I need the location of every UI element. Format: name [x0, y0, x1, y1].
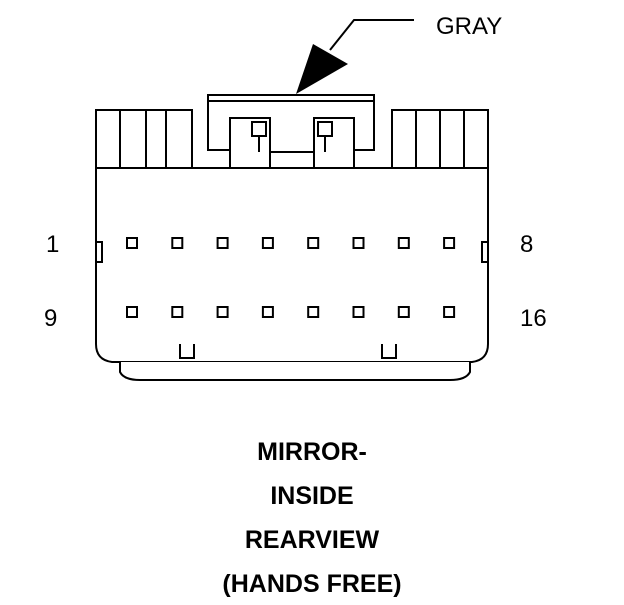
- pin-label-row2-start: 9: [44, 305, 57, 332]
- pin-cavity-2: [171, 237, 184, 249]
- connector-skirt: [119, 344, 471, 381]
- title-line-2: INSIDE: [270, 482, 354, 510]
- connector-latch: [207, 94, 375, 168]
- pin-cavity-15: [397, 306, 410, 318]
- pin-cavity-3: [216, 237, 229, 249]
- title-line-3: REARVIEW: [244, 526, 380, 554]
- pin-label-row1-end: 8: [520, 231, 533, 258]
- pin-cavity-8: [443, 237, 456, 249]
- pin-label-row1-start: 1: [46, 231, 59, 258]
- side-keys: [95, 241, 489, 263]
- callout-arrowhead: [296, 44, 348, 94]
- pin-cavity-9: [126, 306, 138, 318]
- callout-label: GRAY: [436, 13, 502, 40]
- pin-cavity-4: [261, 237, 274, 249]
- pin-cavity-5: [307, 237, 320, 249]
- title-line-4: (HANDS FREE): [222, 570, 402, 598]
- housing-ribs: [119, 110, 465, 168]
- pin-cavity-13: [307, 306, 320, 318]
- pin-cavities: [126, 237, 456, 318]
- pin-cavity-6: [352, 237, 365, 249]
- pin-cavity-7: [397, 237, 410, 249]
- pin-label-row2-end: 16: [520, 305, 547, 332]
- pin-cavity-14: [352, 306, 365, 318]
- pin-cavity-12: [261, 306, 274, 318]
- title-line-1: MIRROR-: [257, 438, 367, 466]
- callout-leader: [329, 19, 414, 51]
- pin-cavity-1: [126, 237, 138, 249]
- pin-cavity-11: [216, 306, 229, 318]
- pin-cavity-10: [171, 306, 184, 318]
- pin-cavity-16: [443, 306, 456, 318]
